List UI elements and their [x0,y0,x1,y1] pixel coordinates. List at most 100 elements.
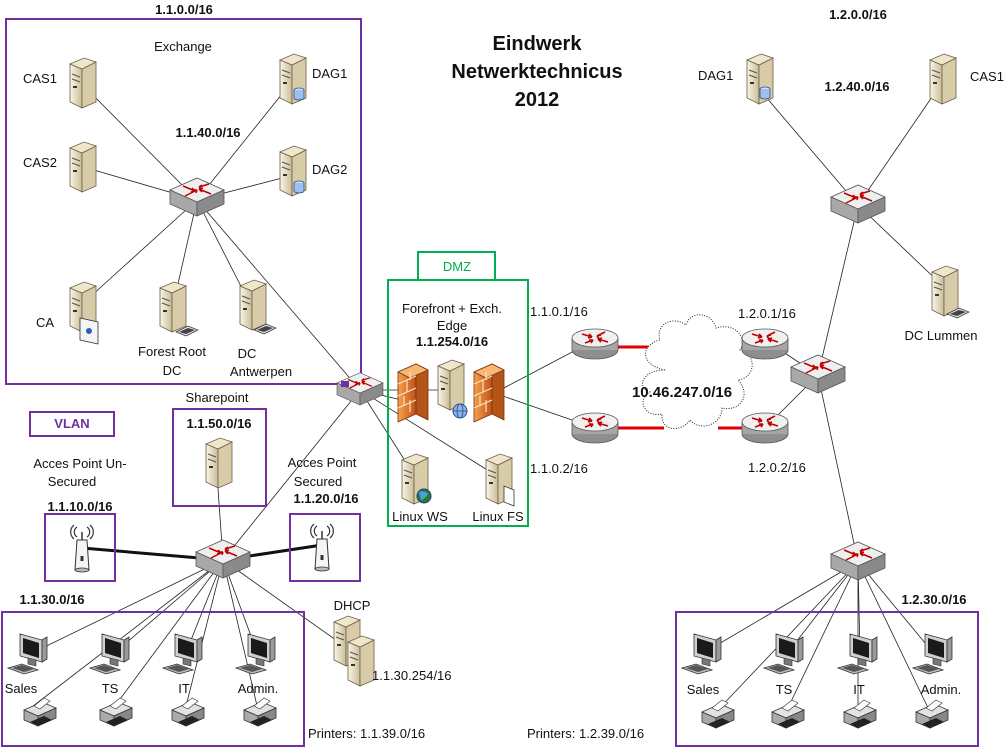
site2-wan-switch-icon [790,354,846,394]
dc-antwerpen-label-2: Antwerpen [230,364,292,379]
admin-label: Admin. [238,681,278,696]
forefront-server-icon [437,359,465,411]
site2-subnet-label: 1.2.40.0/16 [824,79,889,94]
sharepoint-box [172,408,267,507]
ap-unsecured-label-2: Secured [48,474,96,489]
site2-admin-pc-icon [912,633,953,675]
wan-cloud-label: 10.46.247.0/16 [632,384,732,401]
labels: Eindwerk Netwerktechnicus 2012 1.1.0.0/1… [5,2,1004,741]
printer-2-icon [99,697,133,727]
it-label: IT [178,681,190,696]
ap-secured-label-1: Acces Point [288,455,357,470]
ap-secured-subnet-label: 1.1.20.0/16 [293,491,358,506]
ap-secured-box [289,513,361,582]
it-pc-icon [162,633,203,675]
ap-secured-label-2: Secured [294,474,342,489]
router-2-icon [571,412,619,444]
title-line-2: Netwerktechnicus [451,61,622,83]
sharepoint-label: Sharepoint [186,390,249,405]
site2-dag1-database-icon [759,86,771,100]
router-1-label: 1.1.0.1/16 [530,304,588,319]
forefront-label-1: Forefront + Exch. [402,301,502,316]
site1-exchange-box [5,18,362,385]
linux-fs-label: Linux FS [472,509,524,524]
dhcp-label: DHCP [334,598,371,613]
vlan-box [29,411,115,437]
site1-network-label: 1.1.0.0/16 [155,2,213,17]
dc-lummen-server-icon [931,265,959,317]
exchange-switch-icon [169,177,225,217]
dag2-label: DAG2 [312,162,347,177]
router-4-icon [741,412,789,444]
printer-4-icon [243,697,277,727]
ts-pc-icon [89,633,130,675]
forest-root-dc-server-icon [159,281,187,333]
forefront-label-2: Edge [437,318,467,333]
dag1-label: DAG1 [312,66,347,81]
router-4-label: 1.2.0.2/16 [748,460,806,475]
router-2-label: 1.1.0.2/16 [530,461,588,476]
site2-printer-1-icon [701,699,735,729]
dc-lummen-label: DC Lummen [905,328,978,343]
dag2-database-icon [293,180,305,194]
dag1-database-icon [293,87,305,101]
site2-dag1-label: DAG1 [698,68,733,83]
site2-printer-2-icon [771,699,805,729]
dc-antwerpen-server-icon [239,279,267,331]
router-3-label: 1.2.0.1/16 [738,306,796,321]
linux-ws-label: Linux WS [392,509,448,524]
ap-unsecured-label-1: Acces Point Un- [33,456,126,471]
forest-root-label-1: Forest Root [138,344,206,359]
site2-it-pc-icon [837,633,878,675]
site1-clients-box [1,611,305,747]
sales-pc-icon [7,633,48,675]
cas1-label: CAS1 [23,71,57,86]
site2-ts-pc-icon [763,633,804,675]
site2-sales-label: Sales [687,682,720,697]
site2-network-label: 1.2.0.0/16 [829,7,887,22]
ap-unsecured-subnet-label: 1.1.10.0/16 [47,499,112,514]
site2-printers-label: Printers: 1.2.39.0/16 [527,726,644,741]
ca-label: CA [36,315,54,330]
cas2-label: CAS2 [23,155,57,170]
site2-clients-switch-icon [830,541,886,581]
firewall-left-icon [397,363,429,423]
certificate-icon [79,317,99,345]
site2-printer-3-icon [843,699,877,729]
forest-root-label-2: DC [163,363,182,378]
ap-unsecured-box [44,513,116,582]
site2-cas1-server-icon [929,53,957,105]
firewall-right-icon [473,363,505,423]
cas1-server-icon [69,57,97,109]
sharepoint-subnet-label: 1.1.50.0/16 [186,416,251,431]
dhcp-server-2-icon [347,635,375,687]
vlan-label: VLAN [54,416,89,431]
printer-3-icon [171,697,205,727]
dmz-label: DMZ [443,259,471,274]
router-1-icon [571,328,619,360]
linux-ws-globe-icon [416,488,432,504]
title-line-1: Eindwerk [493,33,583,55]
wan-cloud [642,314,753,429]
sharepoint-server-icon [205,437,233,489]
site2-core-switch-icon [830,184,886,224]
globe-icon [452,403,468,419]
site1-printers-label: Printers: 1.1.39.0/16 [308,726,425,741]
dmz-box [387,279,529,527]
clients-switch-icon [195,539,251,579]
central-switch-marker [341,381,349,387]
site2-ts-label: TS [776,682,793,697]
linux-fs-document-icon [503,485,515,507]
ts-label: TS [102,681,119,696]
site2-clients-subnet-label: 1.2.30.0/16 [901,592,966,607]
dmz-subnet-label: 1.1.254.0/16 [416,334,488,349]
dc-antwerpen-label-1: DC [238,346,257,361]
site2-clients-box [675,611,979,747]
site2-admin-label: Admin. [921,682,961,697]
router-3-icon [741,328,789,360]
site2-it-label: IT [853,682,865,697]
exchange-subnet-label: 1.1.40.0/16 [175,125,240,140]
printer-1-icon [23,697,57,727]
site2-printer-4-icon [915,699,949,729]
